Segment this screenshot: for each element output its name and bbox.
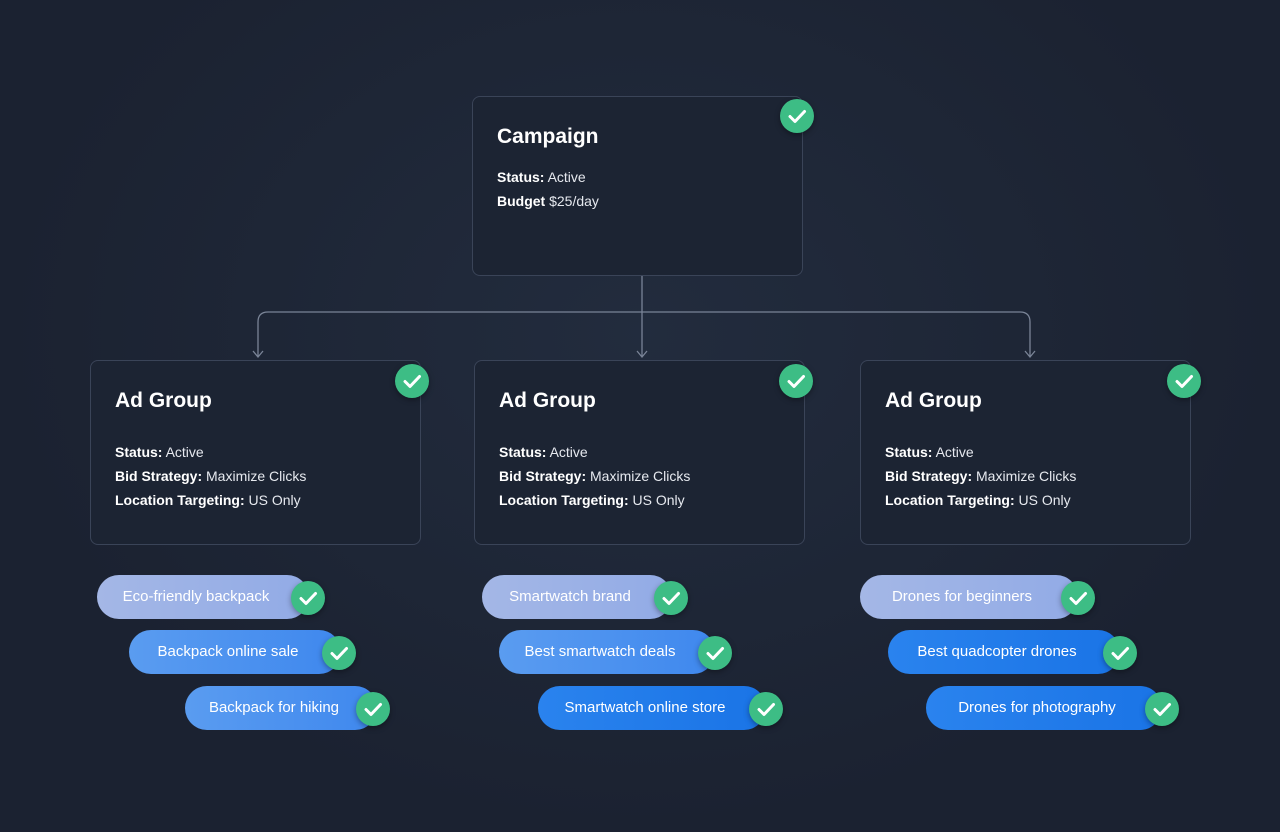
- check-circle-icon: [1145, 692, 1179, 726]
- connector-branch: [257, 311, 1031, 356]
- arrow-head-left: [252, 350, 264, 359]
- status-value: Active: [935, 444, 974, 460]
- bid-value: Maximize Clicks: [976, 468, 1077, 484]
- bid-value: Maximize Clicks: [590, 468, 691, 484]
- check-circle-icon: [1103, 636, 1137, 670]
- check-circle-icon: [698, 636, 732, 670]
- keyword-pill[interactable]: Smartwatch brand: [482, 575, 672, 619]
- keyword-pill[interactable]: Drones for beginners: [860, 575, 1078, 619]
- status-key: Status:: [115, 444, 163, 460]
- ad-group-title: Ad Group: [499, 389, 596, 412]
- campaign-status-value: Active: [547, 169, 586, 185]
- status-key: Status:: [885, 444, 933, 460]
- status-value: Active: [549, 444, 588, 460]
- ad-group-location-row: Location Targeting: US Only: [115, 488, 306, 512]
- arrow-head-right: [1024, 350, 1036, 359]
- campaign-card[interactable]: Campaign Status: Active Budget $25/day: [472, 96, 803, 276]
- location-value: US Only: [248, 492, 301, 508]
- location-key: Location Targeting:: [885, 492, 1015, 508]
- ad-group-status-row: Status: Active: [115, 440, 306, 464]
- check-circle-icon: [1167, 364, 1201, 398]
- campaign-budget-row: Budget $25/day: [497, 189, 599, 213]
- ad-group-card-3[interactable]: Ad Group Status: Active Bid Strategy: Ma…: [860, 360, 1191, 545]
- check-circle-icon: [395, 364, 429, 398]
- location-value: US Only: [632, 492, 685, 508]
- ad-group-title: Ad Group: [885, 389, 982, 412]
- ad-group-status-row: Status: Active: [885, 440, 1076, 464]
- ad-group-bid-row: Bid Strategy: Maximize Clicks: [115, 464, 306, 488]
- keyword-pill[interactable]: Best quadcopter drones: [888, 630, 1120, 674]
- check-circle-icon: [356, 692, 390, 726]
- location-key: Location Targeting:: [499, 492, 629, 508]
- campaign-status-key: Status:: [497, 169, 545, 185]
- status-key: Status:: [499, 444, 547, 460]
- status-value: Active: [165, 444, 204, 460]
- ad-group-location-row: Location Targeting: US Only: [499, 488, 690, 512]
- bid-key: Bid Strategy:: [885, 468, 973, 484]
- keyword-pill[interactable]: Smartwatch online store: [538, 686, 766, 730]
- check-circle-icon: [780, 99, 814, 133]
- check-circle-icon: [654, 581, 688, 615]
- location-value: US Only: [1018, 492, 1071, 508]
- keyword-pill[interactable]: Drones for photography: [926, 686, 1162, 730]
- keyword-pill[interactable]: Eco-friendly backpack: [97, 575, 309, 619]
- check-circle-icon: [749, 692, 783, 726]
- ad-group-card-2[interactable]: Ad Group Status: Active Bid Strategy: Ma…: [474, 360, 805, 545]
- ad-group-bid-row: Bid Strategy: Maximize Clicks: [499, 464, 690, 488]
- ad-group-location-row: Location Targeting: US Only: [885, 488, 1076, 512]
- check-circle-icon: [1061, 581, 1095, 615]
- campaign-budget-key: Budget: [497, 193, 546, 209]
- campaign-budget-value: $25/day: [549, 193, 599, 209]
- campaign-title: Campaign: [497, 125, 599, 148]
- keyword-pill[interactable]: Backpack for hiking: [185, 686, 377, 730]
- keyword-pill[interactable]: Backpack online sale: [129, 630, 341, 674]
- ad-group-status-row: Status: Active: [499, 440, 690, 464]
- campaign-status-row: Status: Active: [497, 165, 599, 189]
- arrow-head-center: [636, 350, 648, 359]
- location-key: Location Targeting:: [115, 492, 245, 508]
- check-circle-icon: [322, 636, 356, 670]
- check-circle-icon: [291, 581, 325, 615]
- ad-group-card-1[interactable]: Ad Group Status: Active Bid Strategy: Ma…: [90, 360, 421, 545]
- ad-group-title: Ad Group: [115, 389, 212, 412]
- bid-key: Bid Strategy:: [499, 468, 587, 484]
- check-circle-icon: [779, 364, 813, 398]
- bid-key: Bid Strategy:: [115, 468, 203, 484]
- ad-group-bid-row: Bid Strategy: Maximize Clicks: [885, 464, 1076, 488]
- keyword-pill[interactable]: Best smartwatch deals: [499, 630, 715, 674]
- bid-value: Maximize Clicks: [206, 468, 307, 484]
